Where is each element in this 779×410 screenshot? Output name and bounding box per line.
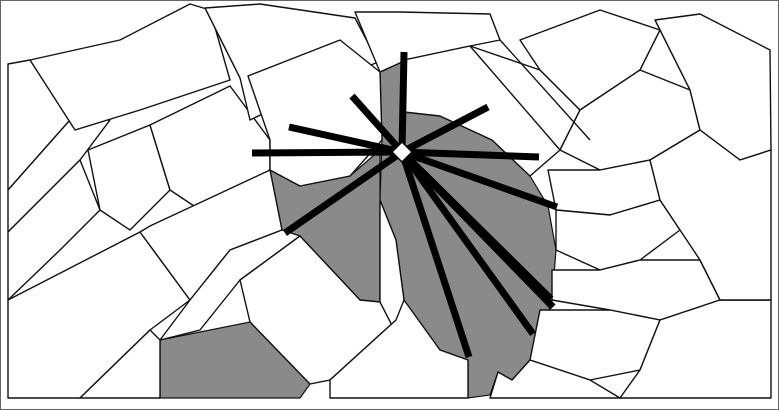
sight-ray — [402, 52, 404, 152]
sight-ray — [252, 152, 402, 153]
